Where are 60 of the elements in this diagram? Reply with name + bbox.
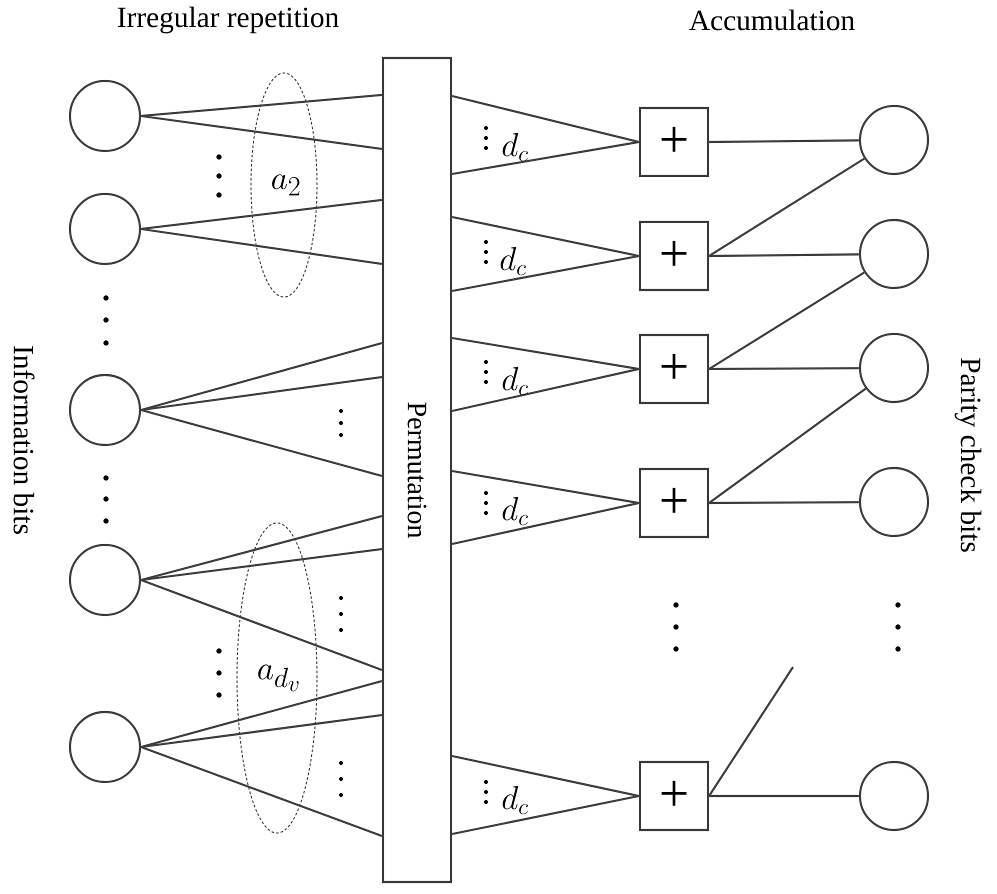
degree-label: $d_{c}$ [502, 367, 528, 396]
degree-label: $d_{c}$ [502, 497, 528, 526]
connector-line [709, 367, 859, 370]
circle-node [68, 80, 142, 152]
connector-line [709, 139, 859, 144]
connector-line [709, 501, 859, 504]
circle-node [858, 218, 930, 290]
connector-line [452, 216, 640, 258]
connector-line [452, 254, 640, 292]
connector-line [140, 680, 382, 748]
connector-line [452, 502, 640, 546]
connector-line [452, 754, 640, 798]
connector-line [140, 714, 382, 748]
connector-line [708, 272, 865, 370]
connector-line [140, 342, 382, 412]
adder-box: + [638, 220, 710, 292]
connector-line [452, 368, 640, 412]
column-heading: Irregular repetition [118, 6, 339, 34]
connector-line [709, 794, 859, 798]
connector-line [708, 388, 866, 504]
connector-line [452, 94, 640, 144]
circle-node [68, 192, 142, 266]
connector-line [452, 470, 640, 504]
circle-node [68, 374, 142, 446]
coefficient-label: $a_{2}$ [272, 174, 300, 196]
circle-node [68, 710, 142, 784]
adder-box: + [638, 334, 710, 404]
side-label: Information bits [14, 346, 34, 534]
circle-node [68, 544, 142, 616]
circle-node [858, 332, 930, 404]
connector-line [140, 198, 382, 230]
circle-node [858, 466, 930, 538]
connector-line [452, 794, 640, 836]
adder-box: + [638, 760, 710, 832]
connector-line [708, 158, 865, 257]
connector-line [140, 228, 382, 266]
column-heading: Accumulation [689, 10, 855, 30]
connector-line [140, 548, 382, 582]
connector-line [140, 514, 382, 582]
connector-line [140, 579, 382, 671]
connector-line [140, 94, 382, 118]
adder-box: + [638, 468, 710, 538]
degree-label: $d_{c}$ [500, 247, 526, 276]
connector-line [452, 140, 640, 176]
permutation-box [382, 56, 452, 884]
connector-line [452, 336, 640, 370]
connector-line [709, 253, 859, 258]
connector-line [140, 376, 382, 412]
degree-label: $d_{c}$ [502, 786, 528, 814]
side-label: Parity check bits [954, 358, 982, 552]
connector-line [140, 408, 382, 478]
coefficient-label: $a_{d_{v}}$ [258, 664, 299, 692]
connector-line [708, 666, 794, 797]
degree-label: $d_{c}$ [502, 133, 528, 162]
box-label: Permutation [408, 402, 426, 538]
connector-line [140, 114, 382, 150]
connector-line [140, 746, 382, 837]
circle-node [858, 760, 930, 832]
adder-box: + [638, 106, 710, 178]
circle-node [858, 104, 930, 176]
